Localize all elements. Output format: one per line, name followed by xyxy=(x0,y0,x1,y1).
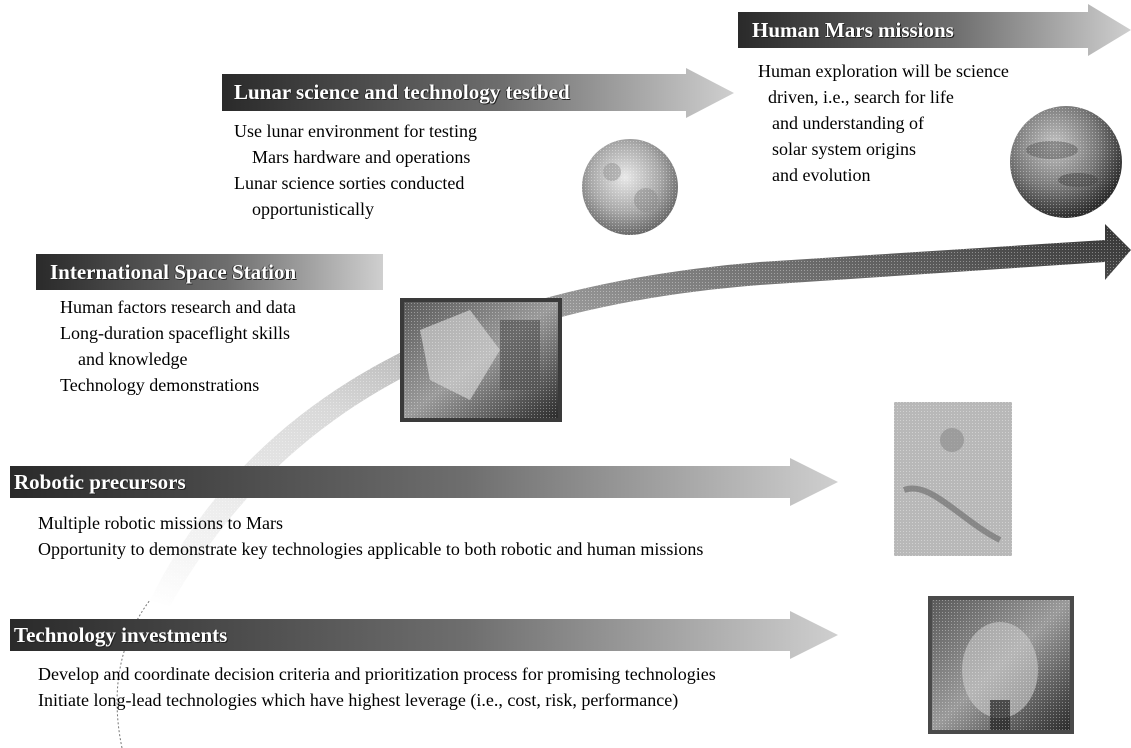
technology-hardware-photo xyxy=(928,596,1074,734)
lunar-line-2: Mars hardware and operations xyxy=(252,147,471,167)
lunar-line-3: Lunar science sorties conducted xyxy=(234,173,465,193)
guide-dotted-line xyxy=(116,599,151,748)
iss-line-1: Human factors research and data xyxy=(60,297,296,317)
lunar-description: Use lunar environment for testing Mars h… xyxy=(234,118,477,222)
mars-terrain-photo xyxy=(894,402,1012,556)
lunar-line-1: Use lunar environment for testing xyxy=(234,121,477,141)
tech-description: Develop and coordinate decision criteria… xyxy=(38,661,716,713)
mars-line-4: solar system origins xyxy=(772,139,916,159)
lunar-line-4: opportunistically xyxy=(252,199,374,219)
banner-title-robotic: Robotic precursors xyxy=(14,470,186,494)
iss-line-4: Technology demonstrations xyxy=(60,375,260,395)
space-station-photo xyxy=(400,298,562,422)
robotic-line-1: Multiple robotic missions to Mars xyxy=(38,513,283,533)
mars-line-3: and understanding of xyxy=(772,113,924,133)
tech-line-2: Initiate long-lead technologies which ha… xyxy=(38,690,679,710)
mars-globe xyxy=(1010,106,1122,218)
iss-line-2: Long-duration spaceflight skills xyxy=(60,323,290,343)
iss-line-3: and knowledge xyxy=(78,349,188,369)
banner-title-lunar: Lunar science and technology testbed xyxy=(234,80,570,104)
robotic-description: Multiple robotic missions to Mars Opport… xyxy=(38,510,703,562)
banner-arrow-robotic xyxy=(10,458,838,506)
banner-arrow-mars xyxy=(738,4,1131,56)
mars-description: Human exploration will be science driven… xyxy=(758,58,1009,188)
mars-line-1: Human exploration will be science xyxy=(758,61,1009,81)
banner-arrow-iss xyxy=(36,254,383,290)
banner-title-mars: Human Mars missions xyxy=(752,18,954,42)
iss-description: Human factors research and data Long-dur… xyxy=(60,294,296,398)
banner-arrow-tech xyxy=(10,611,838,659)
banner-title-iss: International Space Station xyxy=(50,260,297,284)
moon-photo xyxy=(582,139,678,235)
mars-line-2: driven, i.e., search for life xyxy=(768,87,954,107)
banner-arrow-lunar xyxy=(222,68,734,118)
mars-line-5: and evolution xyxy=(772,165,871,185)
tech-line-1: Develop and coordinate decision criteria… xyxy=(38,664,716,684)
robotic-line-2: Opportunity to demonstrate key technolog… xyxy=(38,539,704,559)
banner-title-tech: Technology investments xyxy=(14,623,228,647)
